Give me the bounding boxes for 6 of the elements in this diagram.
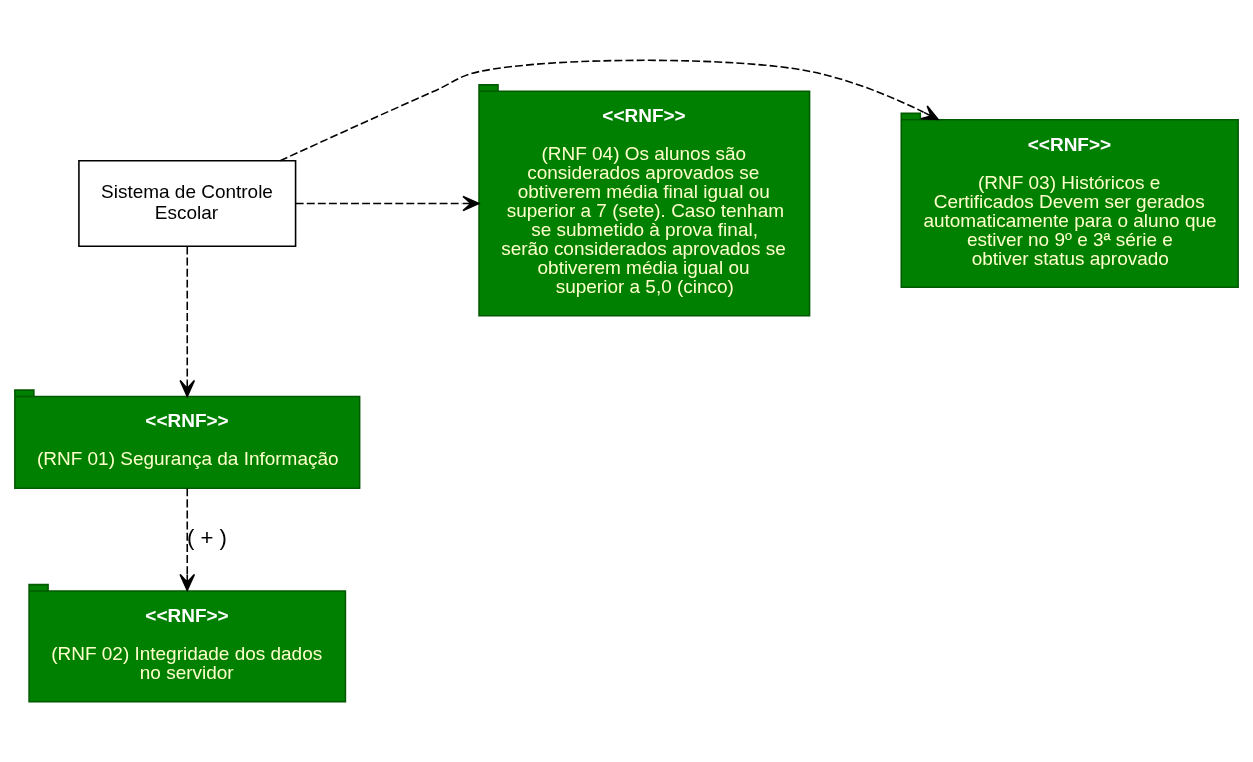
edge-label: ( + ) <box>187 525 227 551</box>
node-box: Sistema de Controle Escolar <box>78 160 297 247</box>
arrow <box>279 59 939 162</box>
arrow <box>294 195 480 212</box>
arrow <box>179 487 196 592</box>
arrow <box>179 245 196 398</box>
